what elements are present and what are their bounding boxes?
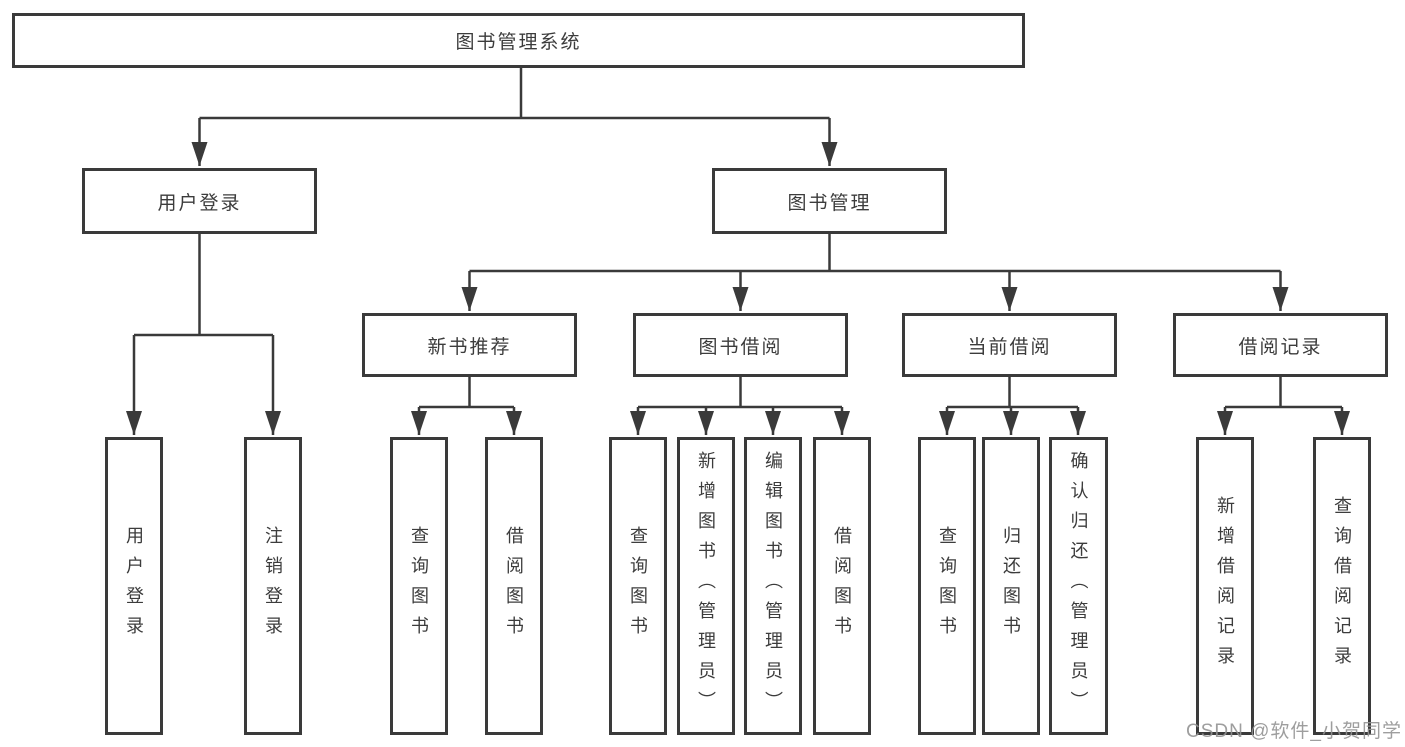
leaf-query-books-borrow-label: 查询图书: [628, 526, 648, 646]
node-book-borrow: 图书借阅: [633, 313, 848, 377]
node-book-borrow-label: 图书借阅: [698, 336, 783, 358]
node-current-borrow: 当前借阅: [902, 313, 1117, 377]
leaf-borrow-books-borrow: 借阅图书: [813, 437, 871, 735]
node-new-book-recommend-label: 新书推荐: [427, 336, 512, 358]
node-borrow-records: 借阅记录: [1173, 313, 1388, 377]
node-current-borrow-label: 当前借阅: [967, 336, 1052, 358]
node-new-book-recommend: 新书推荐: [362, 313, 577, 377]
leaf-edit-book-admin: 编辑图书（管理员）: [744, 437, 802, 735]
leaf-user-login: 用户登录: [105, 437, 163, 735]
node-root: 图书管理系统: [12, 13, 1025, 68]
leaf-query-borrow-record: 查询借阅记录: [1313, 437, 1371, 735]
leaf-borrow-books-borrow-label: 借阅图书: [832, 526, 852, 646]
leaf-query-borrow-record-label: 查询借阅记录: [1332, 496, 1352, 676]
leaf-borrow-books-recommend-label: 借阅图书: [504, 526, 524, 646]
node-book-management-label: 图书管理: [787, 192, 872, 214]
node-borrow-records-label: 借阅记录: [1238, 336, 1323, 358]
node-root-label: 图书管理系统: [455, 32, 582, 53]
leaf-confirm-return-admin-label: 确认归还（管理员）: [1068, 451, 1089, 721]
leaf-user-login-label: 用户登录: [124, 526, 144, 646]
leaf-query-books-current: 查询图书: [918, 437, 976, 735]
leaf-confirm-return-admin: 确认归还（管理员）: [1049, 437, 1108, 735]
leaf-query-books-current-label: 查询图书: [937, 526, 957, 646]
leaf-query-books-recommend: 查询图书: [390, 437, 448, 735]
node-user-login: 用户登录: [82, 168, 317, 234]
csdn-watermark: CSDN @软件_小贺同学: [1186, 721, 1402, 742]
node-book-management: 图书管理: [712, 168, 947, 234]
leaf-query-books-recommend-label: 查询图书: [409, 526, 429, 646]
node-user-login-label: 用户登录: [157, 192, 242, 214]
leaf-add-borrow-record-label: 新增借阅记录: [1215, 496, 1235, 676]
leaf-add-book-admin: 新增图书（管理员）: [677, 437, 735, 735]
leaf-query-books-borrow: 查询图书: [609, 437, 667, 735]
leaf-borrow-books-recommend: 借阅图书: [485, 437, 543, 735]
leaf-return-books-label: 归还图书: [1001, 526, 1021, 646]
leaf-logout: 注销登录: [244, 437, 302, 735]
leaf-logout-label: 注销登录: [263, 526, 283, 646]
leaf-add-borrow-record: 新增借阅记录: [1196, 437, 1254, 735]
leaf-return-books: 归还图书: [982, 437, 1040, 735]
leaf-edit-book-admin-label: 编辑图书（管理员）: [763, 451, 783, 721]
leaf-add-book-admin-label: 新增图书（管理员）: [696, 451, 716, 721]
